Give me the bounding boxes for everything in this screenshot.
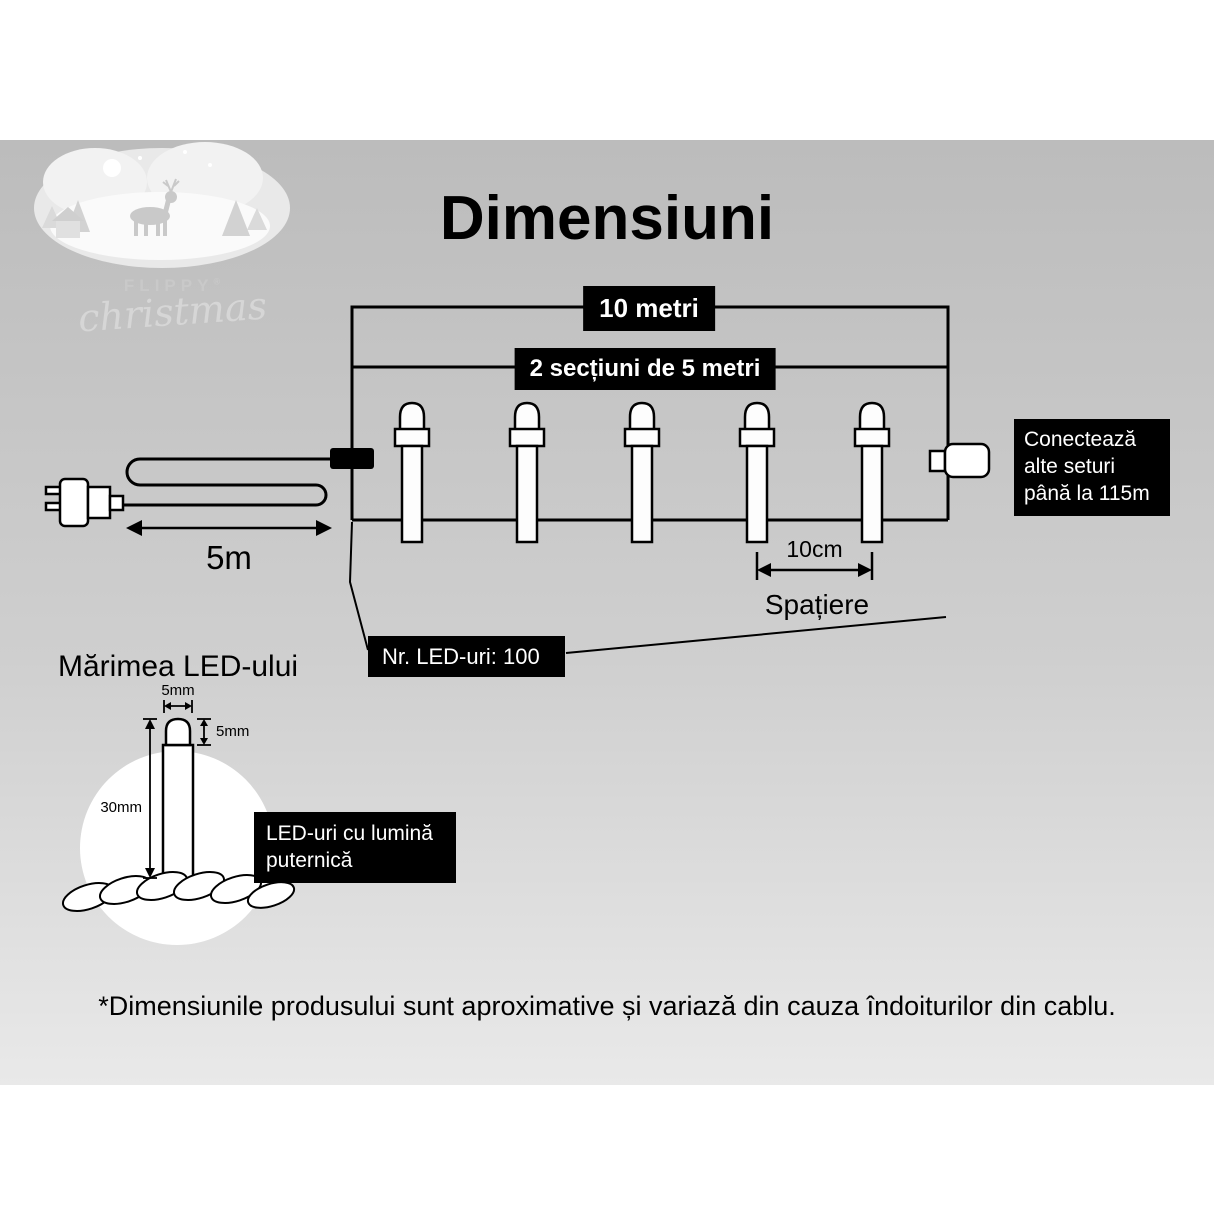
brand-logo-art: [34, 142, 290, 268]
tree-icon: [222, 200, 250, 236]
led-total-height-value: 30mm: [100, 799, 142, 816]
lead-length-value: 5m: [206, 539, 252, 576]
lead-length-arrow: [126, 520, 332, 536]
power-plug-icon: [44, 477, 125, 528]
led-bulb: [393, 401, 431, 544]
tree-icon: [247, 208, 267, 230]
total-length-label: 10 metri: [583, 286, 715, 331]
spacing-caption: Spațiere: [764, 589, 870, 620]
led-bulbs: [393, 401, 891, 544]
deer-icon: [130, 178, 180, 236]
spacing-value: 10cm: [786, 536, 843, 562]
led-measure-arrows: [143, 700, 211, 879]
led-bulb: [853, 401, 891, 544]
registered-mark-icon: ®: [213, 276, 221, 287]
led-dome-height-value: 5mm: [216, 723, 250, 740]
spacing-arrow: [755, 552, 874, 580]
twisted-cable-icon: [61, 871, 296, 912]
junction-connector-icon: [330, 448, 374, 469]
led-brightness-note-label: LED-uri cu lumină puternică: [254, 812, 456, 883]
led-bulb: [738, 401, 776, 544]
led-dome-width-value: 5mm: [161, 682, 195, 699]
led-count-label: Nr. LED-uri: 100: [368, 636, 565, 677]
led-bulb: [508, 401, 546, 544]
led-size-section-title: Mărimea LED-ului: [58, 650, 299, 683]
lead-wire: [121, 457, 334, 507]
house-icon: [52, 207, 84, 238]
disclaimer-text: *Dimensiunile produsului sunt aproximati…: [98, 991, 1116, 1021]
brand-name: FLIPPY®: [123, 276, 221, 295]
extension-connector-icon: [928, 442, 991, 479]
led-size-diagram: [161, 717, 195, 880]
page-title: Dimensiuni: [439, 184, 775, 253]
moon-icon: [103, 159, 121, 177]
leader-lines: [348, 521, 947, 654]
extension-note-label: Conectează alte seturi până la 115m: [1014, 419, 1170, 516]
led-bulb: [623, 401, 661, 544]
sections-label: 2 secțiuni de 5 metri: [514, 348, 776, 390]
